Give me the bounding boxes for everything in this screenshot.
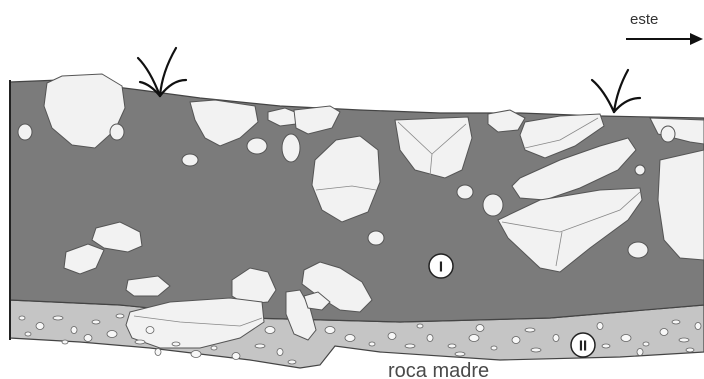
gravel-pebble xyxy=(71,327,77,334)
gravel-pebble xyxy=(172,342,180,346)
gravel-pebble xyxy=(455,352,465,356)
gravel-pebble xyxy=(469,335,479,342)
unit-marker-i: I xyxy=(429,254,453,278)
gravel-pebble xyxy=(135,340,145,344)
arrow-right-icon xyxy=(626,33,703,45)
gravel-pebble xyxy=(686,348,694,352)
gravel-pebble xyxy=(345,335,355,342)
gravel-pebble xyxy=(660,329,668,336)
unit-label-i: I xyxy=(439,259,443,276)
gravel-pebble xyxy=(19,316,25,320)
gravel-pebble xyxy=(325,327,335,334)
gravel-pebble xyxy=(621,335,631,342)
gravel-pebble xyxy=(62,340,68,344)
gravel-pebble xyxy=(232,353,240,360)
gravel-pebble xyxy=(277,349,283,356)
gravel-pebble xyxy=(53,316,63,320)
gravel-pebble xyxy=(448,344,456,348)
gravel-pebble xyxy=(602,344,610,348)
gravel-pebble xyxy=(107,331,117,338)
gravel-pebble xyxy=(417,324,423,328)
gravel-pebble xyxy=(531,348,541,352)
gravel-pebble xyxy=(672,320,680,324)
gravel-pebble xyxy=(116,314,124,318)
unit-marker-ii: II xyxy=(571,333,595,357)
gravel-pebble xyxy=(553,335,559,342)
gravel-pebble xyxy=(695,323,701,330)
gravel-pebble xyxy=(427,335,433,342)
gravel-pebble xyxy=(512,337,520,344)
gravel-pebble xyxy=(84,335,92,342)
grass-tuft-right-icon xyxy=(592,70,640,112)
gravel-pebble xyxy=(679,338,689,342)
gravel-pebble xyxy=(637,349,643,356)
unit-label-ii: II xyxy=(579,338,587,355)
gravel-pebble xyxy=(36,323,44,330)
gravel-pebble xyxy=(155,349,161,356)
direction-label: este xyxy=(630,11,658,28)
gravel-pebble xyxy=(597,323,603,330)
gravel-pebble xyxy=(211,346,217,350)
gravel-pebble xyxy=(288,360,296,364)
gravel-pebble xyxy=(405,344,415,348)
gravel-pebble xyxy=(191,351,201,358)
gravel-pebble xyxy=(92,320,100,324)
gravel-pebble xyxy=(369,342,375,346)
gravel-pebble xyxy=(476,325,484,332)
gravel-pebble xyxy=(525,328,535,332)
gravel-pebble xyxy=(255,344,265,348)
gravel-pebble xyxy=(491,346,497,350)
gravel-pebble xyxy=(146,327,154,334)
grass-tuft-left-icon xyxy=(138,48,186,96)
gravel-pebble xyxy=(25,332,31,336)
bedrock-label: roca madre xyxy=(388,360,489,379)
gravel-pebble xyxy=(265,327,275,334)
gravel-pebble xyxy=(643,342,649,346)
gravel-pebble xyxy=(388,333,396,340)
